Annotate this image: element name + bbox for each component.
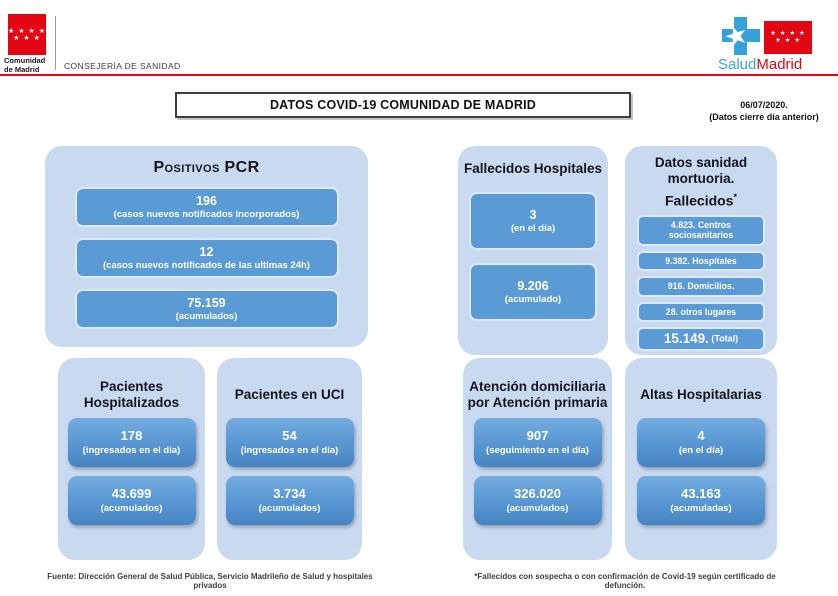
- stats-list: 196 (casos nuevos notificados incorporad…: [74, 186, 339, 330]
- date-value: 06/07/2020.: [740, 100, 788, 110]
- stat-value: 75.159: [187, 296, 226, 311]
- stat-box-ingresados-dia: 178 (ingresados en el día): [67, 418, 196, 467]
- stat-label: (acumulados): [506, 502, 569, 514]
- report-date: 06/07/2020. (Datos cierre día anterior): [693, 100, 835, 123]
- stat-label: (casos nuevos notificados incorporados): [113, 209, 300, 221]
- stat-label: (acumulado): [504, 294, 562, 306]
- stat-box-acumulados: 326.020 (acumulados): [473, 475, 602, 525]
- date-note: (Datos cierre día anterior): [709, 111, 819, 122]
- stat-value: 3: [529, 207, 537, 222]
- card-title: Atención domiciliaria por Atención prima…: [467, 378, 608, 410]
- header-divider: [55, 16, 56, 70]
- item-total: 15.149. (Total): [637, 327, 765, 352]
- stat-box-ingresados-dia: 54 (ingresados en el día): [225, 418, 354, 467]
- card-title: Pacientes Hospitalizados: [83, 378, 180, 410]
- stat-value: 196: [196, 193, 217, 208]
- stat-value: 9.206: [517, 279, 549, 294]
- total-label: (Total): [711, 333, 739, 344]
- stat-box-acumulado: 9.206 (acumulado): [469, 263, 597, 322]
- stat-box-acumuladas: 43.163 (acumuladas): [637, 475, 765, 525]
- card-sanidad-mortuoria: Datos sanidad mortuoria. Fallecidos* 4.8…: [625, 146, 777, 355]
- stat-value: 4: [697, 428, 705, 443]
- stat-value: 54: [282, 428, 297, 443]
- org-name-line1: Comunidad: [4, 56, 46, 65]
- stat-box-acumulados: 75.159 (acumulados): [74, 289, 339, 330]
- star-icon: ★: [719, 17, 753, 55]
- medical-cross-icon: ★: [719, 17, 760, 55]
- stat-label: (en el día): [678, 444, 724, 456]
- stat-value: 326.020: [514, 485, 561, 501]
- mortuoria-items: 4.823. Centros sociosanitarios 9.382. Ho…: [637, 214, 765, 352]
- card-title: Positivos PCR: [153, 159, 260, 176]
- card-fallecidos-hospitales: Fallecidos Hospitales 3 (en el día) 9.20…: [458, 146, 608, 355]
- stat-label: (acumulados): [100, 502, 163, 514]
- stat-value: 12: [199, 245, 214, 259]
- stat-value: 43.163: [681, 485, 721, 501]
- card-pacientes-uci: Pacientes en UCI 54 (ingresados en el dí…: [217, 358, 362, 560]
- red-divider: [0, 74, 838, 76]
- item-centros-sociosanitarios: 4.823. Centros sociosanitarios: [637, 214, 765, 246]
- stat-box-nuevos-incorporados: 196 (casos nuevos notificados incorporad…: [74, 186, 339, 227]
- card-subtitle: Fallecidos*: [665, 192, 737, 209]
- stat-label: (ingresados en el día): [240, 444, 339, 456]
- card-title: Fallecidos Hospitales: [463, 161, 603, 176]
- flag-stars-icon: ★ ★ ★: [13, 34, 41, 42]
- stat-box-acumulados: 3.734 (acumulados): [225, 475, 354, 525]
- stat-label: (casos nuevos notificados de las ultimas…: [103, 260, 310, 272]
- flag-stars-icon: ★ ★ ★ ★: [770, 30, 806, 37]
- stat-label: (seguimiento en el día): [486, 444, 589, 456]
- flag-stars-icon: ★ ★ ★: [774, 36, 802, 44]
- stat-label: (en el día): [510, 223, 556, 235]
- stats-list: 4 (en el día) 43.163 (acumuladas): [637, 418, 765, 525]
- stat-box-nuevos-24h: 12 (casos nuevos notificados de las ulti…: [74, 238, 339, 279]
- definition-note: *Fallecidos con sospecha o con confirmac…: [474, 572, 776, 590]
- card-title: Datos sanidad mortuoria.: [654, 155, 748, 186]
- item-hospitales: 9.382. Hospitales: [637, 250, 765, 272]
- card-title: Altas Hospitalarias: [640, 386, 762, 402]
- card-positivos-pcr: Positivos PCR 196 (casos nuevos notifica…: [45, 146, 368, 347]
- salud-madrid-logo: ★ ★ ★ ★ ★ ★ ★ ★: [719, 15, 822, 57]
- brand-salud: Salud: [718, 56, 757, 73]
- org-name: Comunidad de Madrid: [4, 56, 52, 74]
- department-label: CONSEJERÍA DE SANIDAD: [64, 61, 181, 71]
- salud-madrid-wordmark: SaludMadrid: [718, 56, 818, 73]
- stat-value: 178: [120, 428, 143, 443]
- stat-label: (acumuladas): [670, 502, 732, 514]
- card-atencion-domiciliaria: Atención domiciliaria por Atención prima…: [463, 358, 612, 560]
- stat-value: 907: [526, 428, 549, 443]
- flag-stars-icon: ★ ★ ★ ★: [8, 27, 46, 35]
- stat-label: (acumulados): [258, 502, 321, 514]
- source-note: Fuente: Dirección General de Salud Públi…: [47, 572, 373, 590]
- stats-list: 54 (ingresados en el día) 3.734 (acumula…: [225, 418, 354, 525]
- report-title: DATOS COVID-19 COMUNIDAD DE MADRID: [269, 98, 537, 112]
- stats-list: 3 (en el día) 9.206 (acumulado): [469, 191, 597, 322]
- stat-box-en-el-dia: 4 (en el día): [637, 418, 765, 467]
- item-domicilios: 916. Domicilios.: [637, 276, 765, 297]
- stat-value: 3.734: [273, 485, 306, 501]
- brand-madrid: Madrid: [756, 56, 803, 73]
- stat-label: (ingresados en el día): [82, 444, 181, 456]
- subtitle-text: Fallecidos: [665, 192, 734, 209]
- asterisk-mark: *: [733, 191, 737, 202]
- item-otros-lugares: 28. otros lugares: [637, 301, 765, 323]
- total-value: 15.149.: [663, 331, 709, 347]
- report-title-box: DATOS COVID-19 COMUNIDAD DE MADRID: [175, 92, 631, 118]
- stat-box-acumulados: 43.699 (acumulados): [67, 475, 196, 525]
- card-altas-hospitalarias: Altas Hospitalarias 4 (en el día) 43.163…: [625, 358, 777, 560]
- stat-box-en-el-dia: 3 (en el día): [469, 191, 597, 251]
- card-pacientes-hospitalizados: Pacientes Hospitalizados 178 (ingresados…: [58, 358, 205, 560]
- card-title: Pacientes en UCI: [234, 386, 345, 402]
- stat-value: 43.699: [111, 485, 152, 501]
- stat-box-seguimiento-dia: 907 (seguimiento en el día): [473, 418, 602, 467]
- org-name-line2: de Madrid: [4, 64, 40, 74]
- stat-label: (acumulados): [175, 311, 238, 323]
- stats-list: 178 (ingresados en el día) 43.699 (acumu…: [67, 418, 196, 525]
- stats-list: 907 (seguimiento en el día) 326.020 (acu…: [473, 418, 602, 525]
- madrid-flag-icon: ★ ★ ★ ★ ★ ★ ★: [764, 21, 812, 54]
- comunidad-madrid-flag-icon: ★ ★ ★ ★ ★ ★ ★: [8, 14, 46, 55]
